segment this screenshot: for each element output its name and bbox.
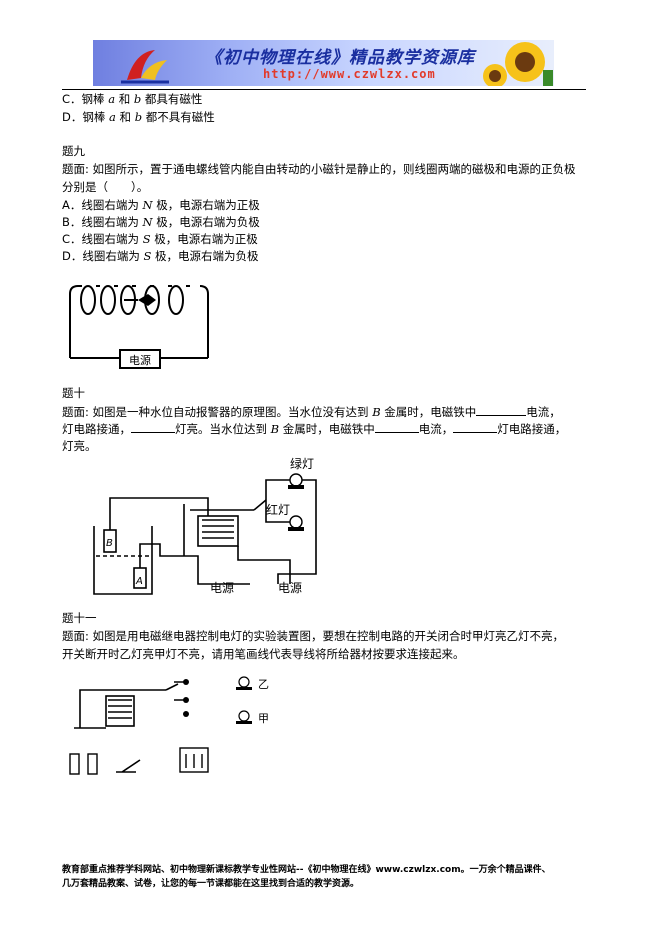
battery-icon: [69, 753, 98, 775]
q11-line2: 开关断开时乙灯亮甲灯不亮，请用笔画线代表导线将所给器材按要求连接起来。: [62, 647, 465, 661]
q9-solenoid-figure: 电源: [69, 285, 209, 369]
q8-option-c: C．钢棒 a 和 b 都具有磁性: [62, 92, 203, 106]
metal-b-label: B: [106, 538, 113, 549]
q10-line1: 题面: 如图是一种水位自动报警器的原理图。当水位没有达到 B 金属时，电磁铁中电…: [62, 404, 561, 419]
q10-blank-1: [476, 404, 527, 416]
power-label-1: 电源: [210, 581, 234, 595]
power-source-box: [119, 349, 161, 369]
header-banner: 《初中物理在线》精品教学资源库 http://www.czwlzx.com: [93, 40, 554, 86]
q11-heading: 题十一: [62, 611, 97, 625]
q9-option-c: C．线圈右端为 S 极，电源右端为正极: [62, 232, 258, 246]
q9-stem-line1: 题面: 如图所示，置于通电螺线管内能自由转动的小磁针是静止的，则线圈两端的磁极和…: [62, 162, 576, 176]
q11-relay-figure: 乙 甲: [69, 676, 269, 775]
switch-icon: [116, 759, 141, 773]
banner-url: http://www.czwlzx.com: [263, 67, 436, 81]
metal-a-label: A: [135, 576, 143, 587]
lamp-jia-icon: [236, 710, 252, 724]
lamp-yi-icon: [236, 676, 252, 690]
q10-heading: 题十: [62, 386, 85, 400]
header-rule: [62, 89, 586, 90]
q10-line3: 灯亮。: [62, 439, 97, 453]
banner-title: 《初中物理在线》精品教学资源库: [205, 48, 475, 68]
q9-stem-line2: 分别是（ ）。: [62, 180, 149, 194]
lamp-jia-label: 甲: [258, 712, 269, 725]
q9-option-d: D．线圈右端为 S 极，电源右端为负极: [62, 249, 259, 263]
green-lamp-icon: [288, 473, 304, 489]
q10-line2: 灯电路接通，灯亮。当水位达到 B 金属时，电磁铁中电流，灯电路接通，: [62, 421, 567, 436]
q10-blank-2: [131, 421, 175, 433]
red-lamp-icon: [288, 515, 304, 531]
site-logo-icon: [121, 50, 169, 84]
power-label-2: 电源: [278, 581, 302, 595]
q11-line1: 题面: 如图是用电磁继电器控制电灯的实验装置图，要想在控制电路的开关闭合时甲灯亮…: [62, 629, 565, 643]
q10-water-alarm-figure: 绿灯 红灯 电源 电源 B A: [93, 456, 317, 595]
sunflower-icon: [483, 42, 553, 86]
q9-option-b: B．线圈右端为 N 极，电源右端为负极: [62, 215, 260, 229]
q10-blank-4: [453, 421, 498, 433]
q10-blank-3: [374, 421, 419, 433]
q8-option-d: D．钢棒 a 和 b 都不具有磁性: [62, 110, 215, 124]
footer-line2: 几万套精品教案、试卷，让您的每一节课都能在这里找到合适的教学资源。: [62, 879, 360, 889]
red-lamp-label: 红灯: [266, 502, 290, 517]
battery-box-icon: [179, 747, 209, 773]
compass-needle-icon: [124, 294, 156, 306]
q9-heading: 题九: [62, 144, 85, 158]
q9-option-a: A．线圈右端为 N 极，电源右端为正极: [62, 198, 260, 212]
lamp-yi-label: 乙: [258, 678, 269, 691]
footer-line1: 教育部重点推荐学科网站、初中物理新课标教学专业性网站--《初中物理在线》www.…: [62, 865, 551, 875]
q9-power-label: 电源: [129, 353, 151, 367]
green-lamp-label: 绿灯: [290, 456, 314, 471]
